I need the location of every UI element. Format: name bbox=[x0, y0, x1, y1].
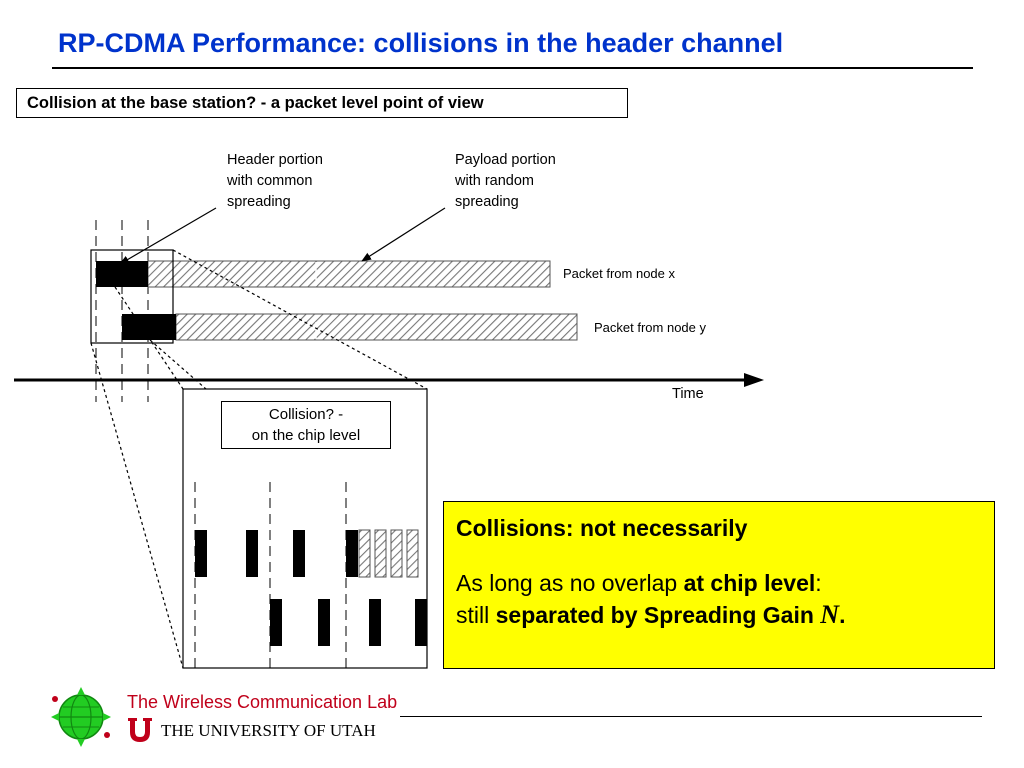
packet-y-header bbox=[122, 314, 176, 340]
chips-node-x-payload bbox=[358, 529, 419, 578]
time-axis-arrow bbox=[744, 373, 764, 387]
header-label-arrow bbox=[119, 207, 217, 265]
chip bbox=[415, 599, 427, 646]
footer-divider bbox=[400, 716, 982, 717]
chip bbox=[270, 599, 282, 646]
lab-name: The Wireless Communication Lab bbox=[127, 692, 398, 712]
payload-label-arrow bbox=[361, 207, 446, 262]
slide-title: RP-CDMA Performance: collisions in the h… bbox=[58, 28, 784, 58]
wireless-lab-globe-icon bbox=[51, 687, 111, 747]
subtitle-box: Collision at the base station? - a packe… bbox=[16, 88, 628, 118]
timing-guides bbox=[95, 220, 149, 402]
time-axis-label: Time bbox=[672, 386, 704, 402]
chip-level-callout: Collision? - on the chip level bbox=[221, 401, 391, 449]
chip bbox=[358, 529, 371, 578]
packet-y bbox=[122, 313, 578, 341]
chip bbox=[390, 529, 403, 578]
chip bbox=[246, 530, 258, 577]
chip bbox=[369, 599, 381, 646]
conclusion-callout: Collisions: not necessarily As long as n… bbox=[443, 501, 995, 669]
chip bbox=[293, 530, 305, 577]
packet-x-payload bbox=[147, 260, 551, 288]
chip bbox=[195, 530, 207, 577]
university-name: THE UNIVERSITY OF UTAH bbox=[161, 721, 376, 740]
chip bbox=[318, 599, 330, 646]
chips-node-x bbox=[195, 530, 358, 577]
chip bbox=[346, 530, 358, 577]
conclusion-line-1: As long as no overlap at chip level: bbox=[456, 570, 822, 596]
conclusion-line-2: still separated by Spreading Gain N. bbox=[456, 600, 846, 629]
utah-u-icon bbox=[128, 718, 152, 742]
packet-x-label: Packet from node x bbox=[563, 266, 675, 281]
chip bbox=[374, 529, 387, 578]
packet-y-label: Packet from node y bbox=[594, 320, 706, 335]
conclusion-heading: Collisions: not necessarily bbox=[456, 515, 748, 541]
packet-x-header bbox=[96, 261, 148, 287]
packet-x bbox=[96, 260, 551, 288]
packet-y-payload bbox=[175, 313, 578, 341]
payload-portion-label: Payload portion with random spreading bbox=[455, 152, 556, 210]
chip bbox=[406, 529, 419, 578]
header-portion-label: Header portion with common spreading bbox=[227, 152, 323, 210]
zoom-source-box bbox=[90, 249, 174, 344]
title-divider bbox=[52, 67, 973, 69]
zoom-connectors bbox=[90, 249, 428, 669]
chips-node-y bbox=[270, 599, 427, 646]
